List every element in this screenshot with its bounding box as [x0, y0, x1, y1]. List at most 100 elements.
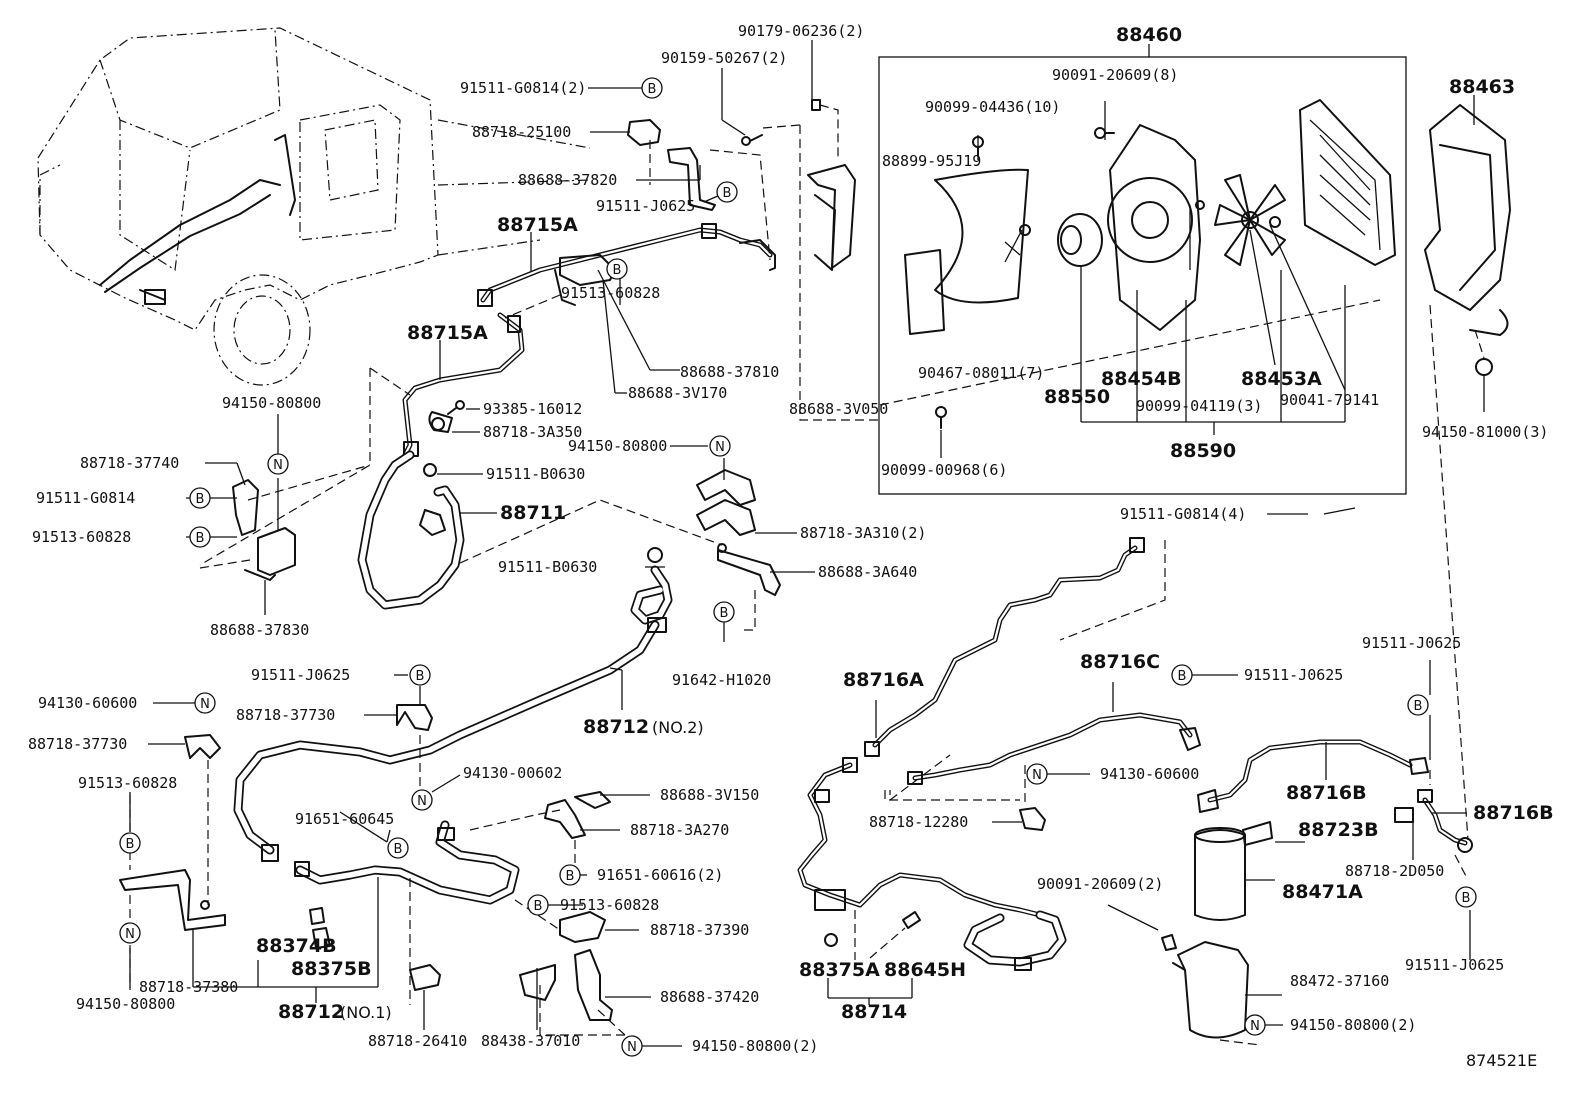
part-label: 88688-37420: [660, 988, 759, 1006]
bracket-88688-37830: [199, 464, 371, 615]
svg-text:N: N: [715, 440, 725, 455]
bolt-bubble: B: [1407, 694, 1429, 716]
part-label: 88716B: [1286, 782, 1367, 804]
svg-text:B: B: [534, 899, 543, 914]
part-label: 91511-G0814(4): [1120, 505, 1246, 523]
part-label: 88718-37380: [139, 978, 238, 996]
part-label: 91651-60645: [295, 810, 394, 828]
leader-lines: [129, 40, 1356, 1047]
bolt-icon: [935, 406, 947, 429]
part-label: 88723B: [1298, 819, 1379, 841]
part-label: 88711: [500, 502, 566, 524]
nut-bubble: N: [267, 453, 289, 475]
svg-text:B: B: [566, 869, 575, 884]
receiver-drier: [1107, 821, 1305, 1046]
part-label: 88688-37820: [518, 171, 617, 189]
part-label: 88645H: [884, 959, 966, 981]
svg-text:B: B: [1414, 699, 1423, 714]
part-label: 91511-J0625: [1244, 666, 1343, 684]
part-label: 94150-81000(3): [1422, 423, 1548, 441]
clip-icon: [1019, 224, 1031, 236]
svg-text:B: B: [394, 842, 403, 857]
nut-icon: [1269, 216, 1281, 228]
part-label: 88712: [278, 1001, 344, 1023]
part-label: 88718-37740: [80, 454, 179, 472]
part-label: 90467-08011(7): [918, 364, 1044, 382]
part-label: 88550: [1044, 386, 1110, 408]
bolt-bubble: B: [119, 832, 141, 854]
bracket-88463: [1424, 95, 1511, 412]
part-label: 88374B: [256, 935, 337, 957]
bolt-bubble: B: [1455, 886, 1477, 908]
part-label: 88472-37160: [1290, 972, 1389, 990]
part-labels: 90179-06236(2) 90159-50267(2) 91511-G081…: [28, 22, 1554, 1070]
svg-text:B: B: [613, 263, 622, 278]
part-label: 88714: [841, 1001, 907, 1023]
part-label: 90091-20609(8): [1052, 66, 1178, 84]
svg-text:N: N: [1250, 1019, 1260, 1034]
part-label: 88438-37010: [481, 1032, 580, 1050]
part-label: 91511-B0630: [498, 558, 597, 576]
part-label: 91511-J0625: [596, 197, 695, 215]
bolt-bubble: B: [606, 258, 628, 280]
bolt-icon: [1195, 200, 1205, 210]
part-label: 88471A: [1282, 881, 1363, 903]
bolt-bubble: B: [716, 181, 738, 203]
part-label: 91511-J0625: [1405, 956, 1504, 974]
part-label: 94150-80800(2): [1290, 1016, 1416, 1034]
part-label: 90041-79141: [1280, 391, 1379, 409]
nut-bubble: N: [119, 922, 141, 944]
svg-text:N: N: [1032, 768, 1042, 783]
bolt-bubble: B: [641, 77, 663, 99]
part-label: 88718-3A270: [630, 821, 729, 839]
part-label: 90179-06236(2): [738, 22, 864, 40]
part-label: 91511-G0814: [36, 489, 135, 507]
bolt-bubble: B: [387, 837, 409, 859]
brackets-bottom: [519, 791, 626, 1036]
svg-text:N: N: [417, 794, 427, 809]
bolt-bubble: B: [189, 487, 211, 509]
part-label: 88718-37730: [236, 706, 335, 724]
hose-88712-no1: [257, 809, 561, 1030]
clamp-88718-3A310: [459, 469, 815, 631]
part-label: 88718-26410: [368, 1032, 467, 1050]
part-label: 90091-20609(2): [1037, 875, 1163, 893]
part-label: 91511-G0814(2): [460, 79, 586, 97]
part-label: 93385-16012: [483, 400, 582, 418]
part-label: 88688-3A640: [818, 563, 917, 581]
part-label: 88688-3V170: [628, 384, 727, 402]
bracket-88688-3V050: [799, 99, 880, 421]
part-label: 88718-2D050: [1345, 862, 1444, 880]
part-label: 91511-J0625: [1362, 634, 1461, 652]
bolt-bubble: B: [713, 601, 735, 623]
nut-bubble: N: [709, 435, 731, 457]
part-label: 88716B: [1473, 802, 1554, 824]
bracket-88718-37380: [119, 795, 258, 990]
bolt-bubble: B: [527, 894, 549, 916]
svg-text:B: B: [648, 82, 657, 97]
part-label: 88688-3V150: [660, 786, 759, 804]
part-label: 91511-B0630: [486, 465, 585, 483]
part-label: 88718-37390: [650, 921, 749, 939]
part-label: 88715A: [497, 214, 578, 236]
part-label: 94130-00602: [463, 764, 562, 782]
svg-text:N: N: [125, 927, 135, 942]
svg-text:N: N: [627, 1040, 637, 1055]
svg-text:N: N: [273, 458, 283, 473]
part-label: 88899-95J19: [882, 152, 981, 170]
fan-assembly-box: [878, 44, 1407, 495]
part-label: 90099-00968(6): [881, 461, 1007, 479]
svg-text:B: B: [416, 669, 425, 684]
part-label: (NO.2): [652, 718, 704, 737]
part-label: 94130-60600: [38, 694, 137, 712]
pipe-88716C: [884, 540, 1201, 831]
part-label: 94130-60600: [1100, 765, 1199, 783]
part-label: 90099-04119(3): [1136, 397, 1262, 415]
part-label: 88375A: [799, 959, 880, 981]
part-label: 88590: [1170, 440, 1236, 462]
nut-bubble: N: [1244, 1014, 1266, 1036]
svg-text:N: N: [200, 697, 210, 712]
part-label: 88688-3V050: [789, 400, 888, 418]
